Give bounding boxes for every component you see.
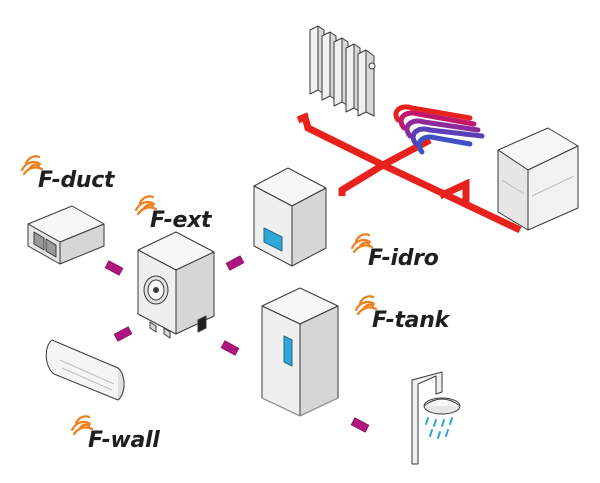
label-f-duct: F-duct: [38, 168, 115, 193]
fan-icon: [143, 275, 169, 305]
heating-pipes: [296, 112, 522, 234]
duct-unit-icon: [27, 205, 105, 265]
connector-tank: [220, 340, 240, 356]
connector-idro: [225, 255, 245, 271]
connectors: [104, 255, 370, 433]
floor-heating-icon: [393, 104, 485, 155]
idro-unit-icon: [253, 167, 327, 267]
ext-unit-icon: [137, 231, 215, 339]
wall-unit-icon: [45, 339, 125, 401]
shower-icon: [411, 371, 461, 465]
connector-shower: [350, 417, 370, 433]
label-f-ext: F-ext: [150, 208, 212, 233]
connector-wall: [113, 326, 133, 342]
label-f-idro: F-idro: [368, 246, 439, 271]
tank-unit-icon: [261, 287, 339, 417]
radiator-icon: [309, 25, 376, 117]
label-f-tank: F-tank: [372, 308, 449, 333]
console-unit-icon: [497, 127, 579, 231]
connector-duct: [104, 260, 124, 276]
label-f-wall: F-wall: [88, 428, 160, 453]
